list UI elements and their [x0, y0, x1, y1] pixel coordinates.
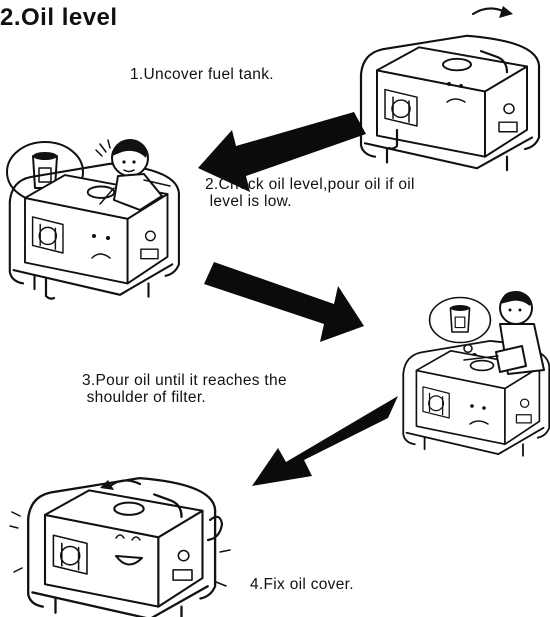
step-check-text: 2.Check oil level,pour oil if oil level …: [205, 176, 415, 210]
generator-illustration: [10, 478, 230, 617]
step-arrow: [204, 262, 364, 342]
step-fix-text: 4.Fix oil cover.: [250, 576, 354, 593]
generator-illustration: [361, 6, 539, 170]
step-pour-text: 3.Pour oil until it reaches the shoulder…: [82, 372, 287, 406]
step-arrow: [252, 396, 398, 486]
step-uncover-text: 1.Uncover fuel tank.: [130, 66, 274, 83]
